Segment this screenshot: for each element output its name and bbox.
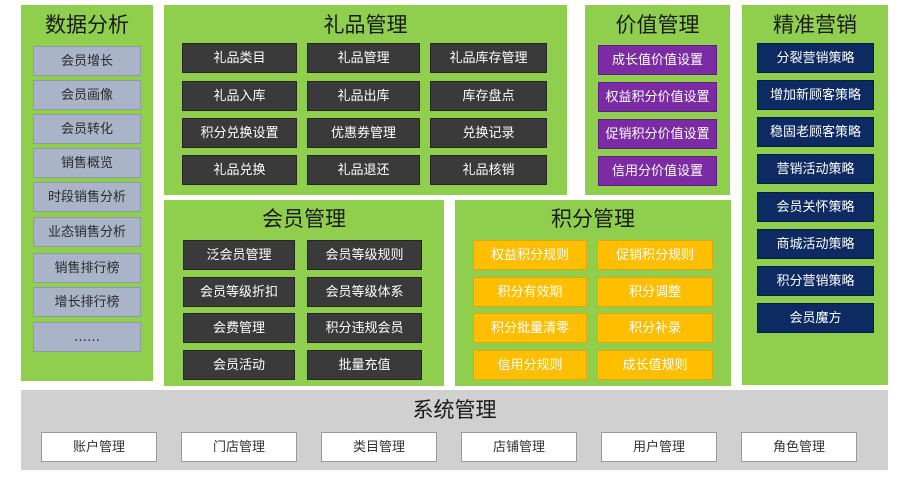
gift-management-item[interactable]: 库存盘点 [430,81,547,111]
member-management-item[interactable]: 会员等级规则 [307,240,422,270]
data-analysis-panel: 数据分析 会员增长 会员画像 会员转化 销售概览 时段销售分析 业态销售分析 销… [21,5,153,381]
precision-marketing-item[interactable]: 稳固老顾客策略 [757,117,874,147]
data-analysis-item-more[interactable]: …… [33,322,141,352]
points-management-item[interactable]: 积分补录 [597,313,713,343]
precision-marketing-item[interactable]: 商城活动策略 [757,229,874,259]
data-analysis-item[interactable]: 会员增长 [33,46,141,76]
precision-marketing-panel: 精准营销 分裂营销策略 增加新顾客策略 稳固老顾客策略 营销活动策略 会员关怀策… [742,5,888,385]
gift-management-title: 礼品管理 [323,13,408,37]
data-analysis-item[interactable]: 会员画像 [33,80,141,110]
gift-management-item[interactable]: 礼品入库 [182,81,297,111]
value-management-item[interactable]: 信用分价值设置 [598,156,717,186]
system-management-title: 系统管理 [412,398,497,422]
member-management-item[interactable]: 积分违规会员 [307,313,422,343]
member-management-item[interactable]: 会员等级折扣 [183,277,295,307]
system-management-item[interactable]: 门店管理 [181,432,297,462]
system-management-panel: 系统管理 账户管理 门店管理 类目管理 店铺管理 用户管理 角色管理 [21,390,888,470]
system-management-item[interactable]: 用户管理 [601,432,717,462]
precision-marketing-item[interactable]: 会员魔方 [757,303,874,333]
gift-management-item[interactable]: 兑换记录 [430,118,547,148]
points-management-item[interactable]: 信用分规则 [473,350,587,380]
precision-marketing-title: 精准营销 [773,13,857,37]
precision-marketing-item[interactable]: 分裂营销策略 [757,43,874,73]
precision-marketing-item[interactable]: 增加新顾客策略 [757,80,874,110]
member-management-panel: 会员管理 泛会员管理 会员等级规则 会员等级折扣 会员等级体系 会费管理 积分违… [164,200,444,386]
gift-management-item[interactable]: 礼品出库 [307,81,420,111]
member-management-item[interactable]: 会费管理 [183,313,295,343]
precision-marketing-item[interactable]: 积分营销策略 [757,266,874,296]
system-management-item[interactable]: 类目管理 [321,432,437,462]
value-management-item[interactable]: 促销积分价值设置 [598,119,717,149]
gift-management-item[interactable]: 礼品兑换 [182,155,297,185]
system-management-item[interactable]: 角色管理 [741,432,857,462]
member-management-item[interactable]: 会员等级体系 [307,277,422,307]
value-management-panel: 价值管理 成长值价值设置 权益积分价值设置 促销积分价值设置 信用分价值设置 [585,5,730,195]
gift-management-item[interactable]: 积分兑换设置 [182,118,297,148]
gift-management-item[interactable]: 礼品核销 [430,155,547,185]
points-management-panel: 积分管理 权益积分规则 促销积分规则 积分有效期 积分调整 积分批量清零 积分补… [455,200,731,386]
gift-management-item[interactable]: 礼品库存管理 [430,43,547,73]
gift-management-item[interactable]: 礼品类目 [182,43,297,73]
gift-management-item[interactable]: 优惠券管理 [307,118,420,148]
points-management-item[interactable]: 积分批量清零 [473,313,587,343]
data-analysis-item[interactable]: 增长排行榜 [33,287,141,317]
gift-management-item[interactable]: 礼品管理 [307,43,420,73]
points-management-item[interactable]: 权益积分规则 [473,240,587,270]
data-analysis-item[interactable]: 销售排行榜 [33,253,141,283]
points-management-item[interactable]: 积分调整 [597,277,713,307]
points-management-item[interactable]: 积分有效期 [473,277,587,307]
member-management-item[interactable]: 会员活动 [183,350,295,380]
data-analysis-title: 数据分析 [45,13,129,37]
gift-management-panel: 礼品管理 礼品类目 礼品管理 礼品库存管理 礼品入库 礼品出库 库存盘点 积分兑… [164,5,567,195]
data-analysis-item[interactable]: 时段销售分析 [33,182,141,212]
points-management-item[interactable]: 成长值规则 [597,350,713,380]
data-analysis-item[interactable]: 业态销售分析 [33,217,141,247]
system-management-item[interactable]: 店铺管理 [461,432,577,462]
data-analysis-item[interactable]: 会员转化 [33,114,141,144]
value-management-title: 价值管理 [615,13,700,37]
member-management-title: 会员管理 [262,207,346,231]
system-management-item[interactable]: 账户管理 [41,432,157,462]
gift-management-item[interactable]: 礼品退还 [307,155,420,185]
value-management-item[interactable]: 权益积分价值设置 [598,82,717,112]
member-management-item[interactable]: 泛会员管理 [183,240,295,270]
precision-marketing-item[interactable]: 营销活动策略 [757,154,874,184]
points-management-title: 积分管理 [551,207,635,231]
value-management-item[interactable]: 成长值价值设置 [598,45,717,75]
points-management-item[interactable]: 促销积分规则 [597,240,713,270]
data-analysis-item[interactable]: 销售概览 [33,148,141,178]
member-management-item[interactable]: 批量充值 [307,350,422,380]
precision-marketing-item[interactable]: 会员关怀策略 [757,192,874,222]
